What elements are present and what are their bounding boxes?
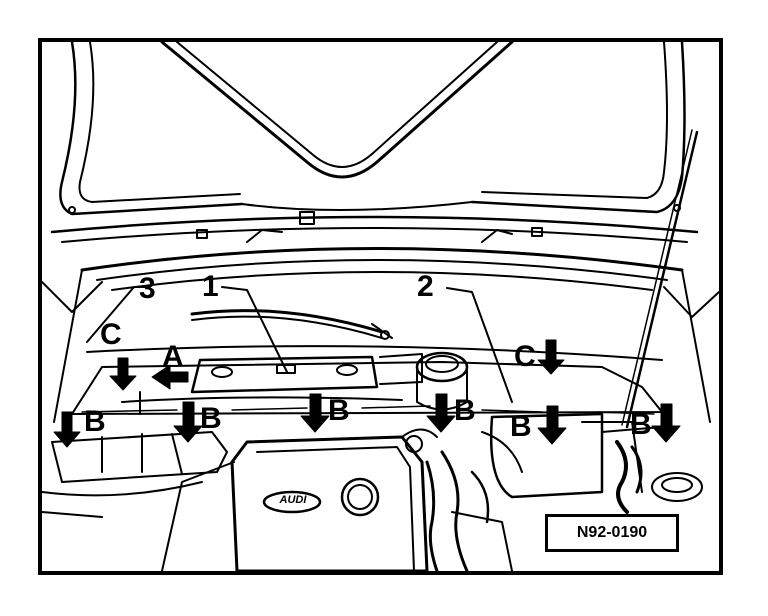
callout-2: 2 xyxy=(417,270,434,303)
down-arrow-icon xyxy=(537,339,565,375)
callout-b-1: B xyxy=(84,405,106,438)
callout-b-6: B xyxy=(630,408,652,441)
down-arrow-icon xyxy=(173,401,203,443)
down-arrow-icon xyxy=(53,411,81,448)
callout-arrows xyxy=(53,339,681,448)
down-arrow-icon xyxy=(300,393,330,433)
engine-cover-badge: AUDI xyxy=(279,494,307,506)
callout-a: A xyxy=(162,340,184,373)
callout-3: 3 xyxy=(139,272,156,305)
down-arrow-icon xyxy=(426,393,456,433)
down-arrow-icon xyxy=(109,357,137,391)
down-arrow-icon xyxy=(651,403,681,443)
callout-b-2: B xyxy=(200,402,222,435)
callout-b-4: B xyxy=(454,394,476,427)
left-arrow-icon xyxy=(151,364,189,390)
callout-1: 1 xyxy=(202,270,219,303)
engine-bay-drawing xyxy=(42,42,719,571)
windscreen-cowl xyxy=(42,211,719,423)
plenum-panel xyxy=(71,345,663,415)
callout-c-left: C xyxy=(100,318,122,351)
illustration-frame: 3 1 2 C A C B B B B B B AUDI N92-0190 xyxy=(38,38,723,575)
callout-b-5: B xyxy=(510,410,532,443)
leader-lines xyxy=(86,286,513,403)
b-level-lines xyxy=(81,405,655,415)
figure-code-label: N92-0190 xyxy=(545,514,679,552)
hood-strut xyxy=(621,129,699,429)
down-arrow-icon xyxy=(537,405,567,445)
wipers xyxy=(190,309,393,340)
callout-b-3: B xyxy=(328,394,350,427)
callout-c-right: C xyxy=(514,340,536,373)
hood xyxy=(50,42,699,243)
hoses xyxy=(401,428,523,571)
